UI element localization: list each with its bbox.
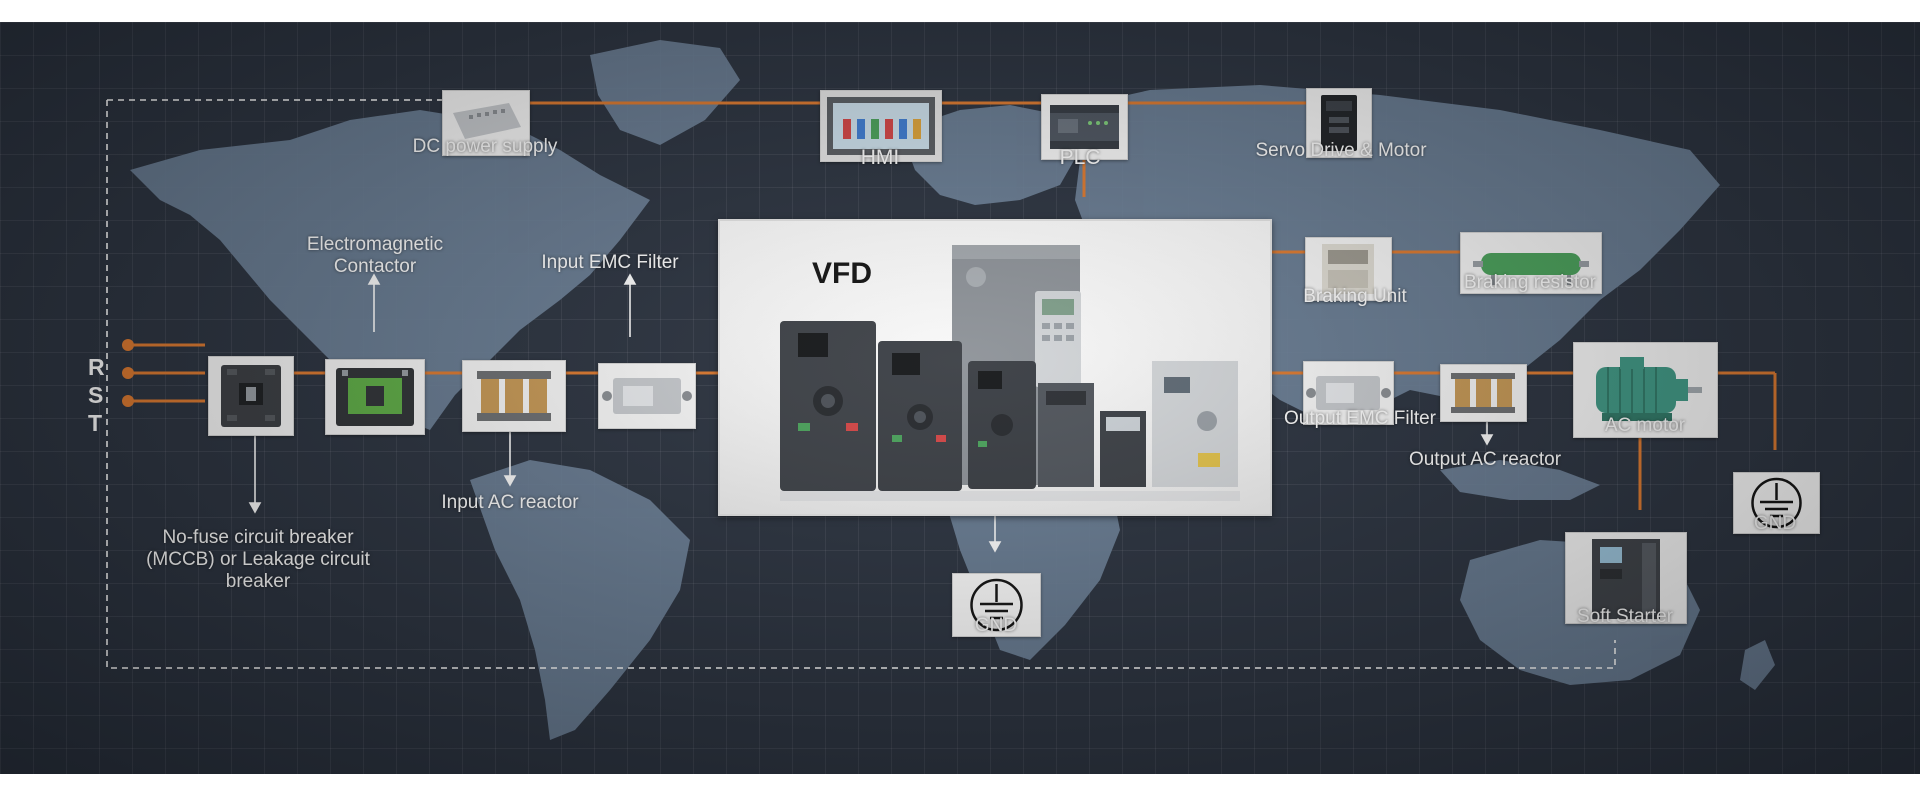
phase-label-r: R xyxy=(88,354,105,380)
braking-unit-label: Braking Unit xyxy=(1303,286,1407,307)
dc-power-supply-image xyxy=(442,90,530,156)
ground-symbol-right xyxy=(1733,472,1820,534)
soft-starter-label: Soft Starter xyxy=(1576,606,1674,627)
input-reactor-label: Input AC reactor xyxy=(441,492,579,513)
ac-motor-label: AC motor xyxy=(1604,415,1686,436)
diagram-canvas: R S T xyxy=(0,22,1920,774)
input-emc-filter-image xyxy=(598,363,696,429)
hmi-image xyxy=(820,90,942,162)
vfd-title: VFD xyxy=(812,257,872,290)
vfd-panel: VFD xyxy=(718,219,1272,516)
input-emc-filter-label: Input EMC Filter xyxy=(541,252,679,273)
output-emc-filter-label: Output EMC Filter xyxy=(1283,408,1437,429)
input-reactor-image xyxy=(462,360,566,432)
contactor-label: Electromagnetic Contactor xyxy=(306,234,444,277)
phase-terminals xyxy=(122,339,134,407)
servo-drive-image xyxy=(1306,88,1372,158)
ac-motor-image xyxy=(1573,342,1718,438)
dc-power-supply-label: DC power supply xyxy=(412,136,558,157)
servo-label: Servo Drive & Motor xyxy=(1255,140,1427,161)
mccb-label: No-fuse circuit breaker (MCCB) or Leakag… xyxy=(146,527,370,592)
vfd-product-image xyxy=(780,245,1240,501)
plc-label: PLC xyxy=(1059,146,1101,169)
gnd-center-label: GND xyxy=(974,615,1018,636)
ground-symbol-center xyxy=(952,573,1041,637)
braking-unit-image xyxy=(1305,237,1392,301)
gnd-right-label: GND xyxy=(1753,513,1797,534)
contactor-image xyxy=(325,359,425,435)
plc-image xyxy=(1041,94,1128,160)
output-reactor-label: Output AC reactor xyxy=(1408,449,1562,470)
braking-resistor-label: Braking resistor xyxy=(1464,272,1596,293)
mccb-image xyxy=(208,356,294,436)
output-emc-filter-image xyxy=(1303,361,1394,425)
soft-starter-image xyxy=(1565,532,1687,624)
phase-label-s: S xyxy=(88,382,104,408)
braking-resistor-image xyxy=(1460,232,1602,294)
phase-label-t: T xyxy=(88,410,103,436)
control-boundary-dashed xyxy=(106,99,1616,669)
output-reactor-image xyxy=(1440,364,1527,422)
hmi-label: HMI xyxy=(860,146,900,169)
